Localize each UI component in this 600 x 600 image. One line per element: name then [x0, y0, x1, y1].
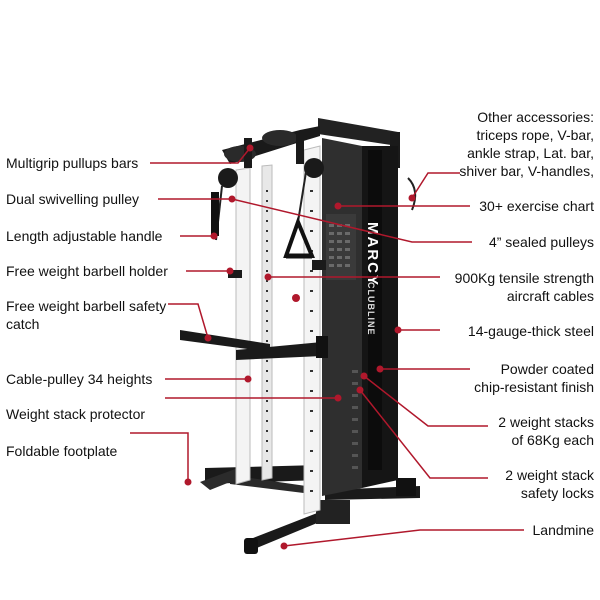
marker-accessories — [408, 194, 416, 202]
label-tensile-strength-cables: 900Kg tensile strength aircraft cables — [454, 270, 594, 304]
label-gauge-steel: 14-gauge-thick steel — [467, 323, 594, 339]
safety-catch-arms — [180, 330, 328, 360]
marker-barbell-holder — [226, 267, 234, 275]
label-weight-stack-protector: Weight stack protector — [6, 406, 146, 422]
line-safety-locks — [359, 389, 488, 479]
marker-dual-pulley — [228, 195, 236, 203]
barbell-holder — [228, 260, 326, 302]
marker-tensile — [264, 273, 272, 281]
length-adjustable-handles — [211, 192, 315, 259]
model-logo: CLUBLINE — [366, 282, 376, 336]
label-landmine: Landmine — [532, 522, 595, 538]
marker-weight-stacks — [360, 372, 368, 380]
marker-exercise-chart — [334, 202, 342, 210]
marker-cable-heights — [244, 375, 252, 383]
label-cable-pulley-heights: Cable-pulley 34 heights — [6, 371, 153, 387]
marker-multigrip — [246, 144, 254, 152]
marker-stack-protector — [334, 394, 342, 402]
label-weight-stack-safety-locks: 2 weight stack safety locks — [505, 467, 594, 501]
label-powder-coated-finish: Powder coated chip-resistant finish — [474, 361, 594, 395]
marker-handle — [210, 232, 218, 240]
multigrip-pullup-bars — [222, 126, 320, 168]
marker-safety-catch — [204, 334, 212, 342]
marker-powder — [376, 365, 384, 373]
label-foldable-footplate: Foldable footplate — [6, 443, 118, 459]
line-multigrip — [150, 147, 251, 164]
label-length-adjustable-handle: Length adjustable handle — [6, 228, 163, 244]
label-other-accessories: Other accessories: triceps rope, V-bar, … — [459, 109, 594, 179]
label-barbell-safety-catch: Free weight barbell safety catch — [6, 298, 167, 332]
label-barbell-holder: Free weight barbell holder — [6, 263, 168, 279]
line-accessories — [411, 172, 460, 199]
line-weight-stacks — [363, 375, 488, 427]
line-safety-catch — [168, 303, 209, 339]
marker-safety-locks — [356, 386, 364, 394]
label-dual-swivelling-pulley: Dual swivelling pulley — [6, 191, 140, 207]
marker-footplate — [184, 478, 192, 486]
line-footplate — [130, 432, 189, 482]
brand-logo: MARCY — [364, 222, 381, 287]
line-landmine — [283, 529, 524, 547]
label-exercise-chart: 30+ exercise chart — [479, 198, 594, 214]
label-multigrip-pullup-bars: Multigrip pullups bars — [6, 155, 139, 171]
line-sealed-pulleys — [231, 198, 472, 243]
front-uprights — [235, 145, 321, 515]
landmine — [244, 500, 350, 554]
marker-landmine — [280, 542, 288, 550]
marker-steel — [394, 326, 402, 334]
label-sealed-pulleys: 4” sealed pulleys — [488, 234, 594, 250]
label-weight-stacks: 2 weight stacks of 68Kg each — [498, 414, 594, 448]
